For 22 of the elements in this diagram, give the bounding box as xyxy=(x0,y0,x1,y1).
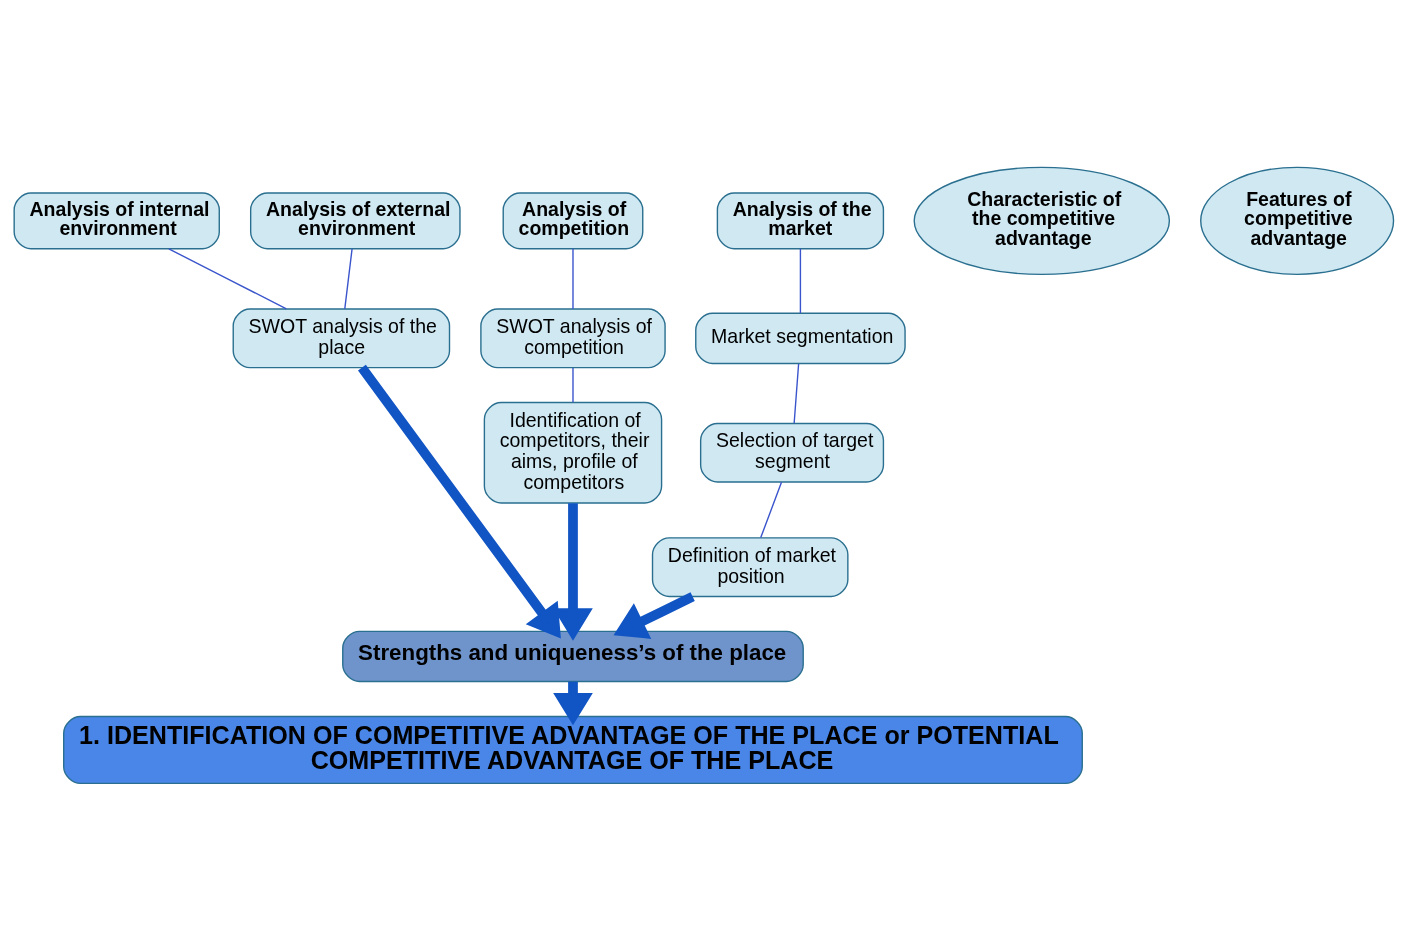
node-box: Definition of market position xyxy=(651,536,849,597)
node-ellipse: Characteristic of the competitive advantage xyxy=(913,166,1171,275)
node-box: Analysis of external environment xyxy=(249,191,461,249)
node-box: SWOT analysis of competition xyxy=(480,307,666,368)
node-box: SWOT analysis of the place xyxy=(232,307,451,368)
node-box: Analysis of competition xyxy=(502,191,644,249)
node-box: Market segmentation xyxy=(695,312,906,364)
connector xyxy=(168,247,288,310)
node-ellipse: Features of competitive advantage xyxy=(1200,166,1395,275)
arrow xyxy=(358,364,561,639)
connector xyxy=(572,366,574,403)
node-box: Analysis of internal environment xyxy=(13,191,220,249)
node-box: Analysis of the market xyxy=(716,191,885,249)
connector xyxy=(799,247,802,314)
node-box: Selection of target segment xyxy=(699,422,885,483)
node-box: Strengths and uniqueness’s of the place xyxy=(342,630,804,682)
connector xyxy=(344,247,353,310)
node-box: 1. IDENTIFICATION OF COMPETITIVE ADVANTAGE OF THE PLACE or POTENTIAL COMPETITIVE ADVANTAGE OF THE PLACE xyxy=(63,715,1083,784)
connector xyxy=(572,247,574,310)
connector xyxy=(793,362,800,424)
node-box: Identification of competitors, their aims, profile of competitors xyxy=(483,401,663,504)
connector xyxy=(760,481,783,538)
